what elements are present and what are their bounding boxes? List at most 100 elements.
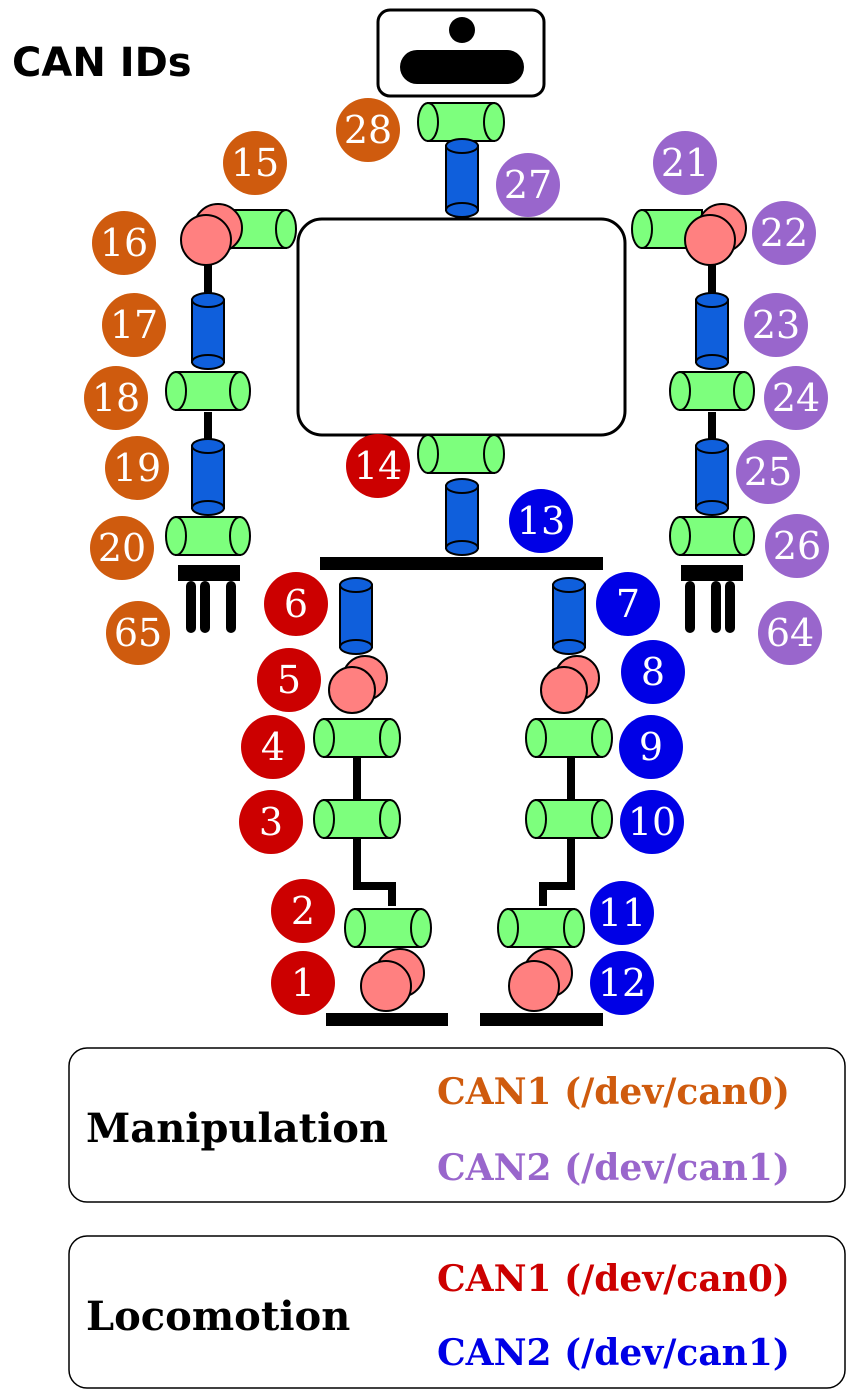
roll-joints <box>180 203 747 1012</box>
svg-text:15: 15 <box>231 141 279 185</box>
can-id-10: 10 <box>620 790 684 854</box>
svg-text:23: 23 <box>752 303 800 347</box>
actuator-20 <box>165 516 251 556</box>
actuator-4 <box>313 718 401 758</box>
svg-text:22: 22 <box>760 211 808 255</box>
can-id-16: 16 <box>92 211 156 275</box>
svg-text:24: 24 <box>772 376 820 420</box>
pelvis-bar <box>320 557 603 570</box>
joint-1 <box>360 948 425 1012</box>
actuator-26 <box>669 516 755 556</box>
svg-text:9: 9 <box>639 725 663 769</box>
joint-8 <box>540 655 600 714</box>
svg-text:65: 65 <box>114 611 162 655</box>
actuator-6 <box>339 577 373 655</box>
head-icon-dot <box>449 17 475 43</box>
can-id-20: 20 <box>90 516 154 580</box>
actuator-27 <box>445 138 479 218</box>
can-id-4: 4 <box>241 715 305 779</box>
actuator-11 <box>497 908 585 948</box>
gripper-right-icon <box>681 565 743 633</box>
can-id-15: 15 <box>223 131 287 195</box>
can-id-2: 2 <box>271 879 335 943</box>
svg-text:2: 2 <box>291 889 315 933</box>
actuator-3 <box>313 799 401 839</box>
svg-text:1: 1 <box>291 961 315 1005</box>
torso-frame <box>296 217 627 437</box>
joint-16 <box>180 203 243 266</box>
svg-text:20: 20 <box>98 526 146 570</box>
svg-text:10: 10 <box>628 800 676 844</box>
vertical-actuators <box>191 138 729 655</box>
legend-manipulation-can2: CAN2 (/dev/can1) <box>437 1147 790 1189</box>
can-id-18: 18 <box>84 366 148 430</box>
svg-text:27: 27 <box>504 163 552 207</box>
legend-locomotion-frame <box>68 1235 846 1389</box>
can-id-24: 24 <box>764 366 828 430</box>
svg-text:11: 11 <box>598 891 646 935</box>
diagram-title: CAN IDs <box>12 40 192 86</box>
svg-text:28: 28 <box>344 108 392 152</box>
right-foot <box>480 1013 603 1026</box>
actuator-13 <box>445 478 479 556</box>
legend-manipulation-can1: CAN1 (/dev/can0) <box>437 1071 790 1113</box>
legend-locomotion-label: Locomotion <box>86 1293 350 1340</box>
svg-text:7: 7 <box>616 582 640 626</box>
can-id-26: 26 <box>765 514 829 578</box>
can-id-9: 9 <box>619 715 683 779</box>
svg-text:14: 14 <box>354 444 402 488</box>
actuator-17 <box>191 292 225 370</box>
actuator-19 <box>191 438 225 516</box>
svg-text:3: 3 <box>259 800 283 844</box>
svg-text:25: 25 <box>744 450 792 494</box>
can-id-12: 12 <box>590 951 654 1015</box>
can-id-5: 5 <box>257 648 321 712</box>
actuator-23 <box>695 292 729 370</box>
svg-text:4: 4 <box>261 725 285 769</box>
left-foot <box>326 1013 448 1026</box>
svg-text:17: 17 <box>110 303 158 347</box>
actuator-28 <box>417 102 505 142</box>
can-id-11: 11 <box>590 881 654 945</box>
svg-text:16: 16 <box>100 221 148 265</box>
actuator-9 <box>525 718 613 758</box>
actuator-10 <box>525 799 613 839</box>
can-id-14: 14 <box>346 434 410 498</box>
svg-text:19: 19 <box>113 446 161 490</box>
can-id-22: 22 <box>752 201 816 265</box>
joint-5 <box>328 655 388 714</box>
svg-text:18: 18 <box>92 376 140 420</box>
svg-text:5: 5 <box>277 658 301 702</box>
svg-text:8: 8 <box>641 650 665 694</box>
svg-text:6: 6 <box>284 582 308 626</box>
can-id-19: 19 <box>105 436 169 500</box>
can-id-17: 17 <box>102 293 166 357</box>
actuator-18 <box>165 371 251 411</box>
can-id-13: 13 <box>509 489 573 553</box>
can-id-3: 3 <box>239 790 303 854</box>
joint-22 <box>684 203 747 266</box>
actuator-2 <box>344 908 432 948</box>
legend-manipulation: Manipulation CAN1 (/dev/can0) CAN2 (/dev… <box>68 1047 846 1203</box>
svg-text:12: 12 <box>598 961 646 1005</box>
can-id-1: 1 <box>271 951 335 1015</box>
can-id-25: 25 <box>736 440 800 504</box>
svg-text:13: 13 <box>517 499 565 543</box>
legend-locomotion-can2: CAN2 (/dev/can1) <box>437 1332 790 1374</box>
horizontal-actuators <box>165 102 755 948</box>
gripper-left-icon <box>178 565 240 633</box>
can-id-28: 28 <box>336 98 400 162</box>
can-id-21: 21 <box>653 131 717 195</box>
svg-text:26: 26 <box>773 524 821 568</box>
svg-text:64: 64 <box>766 611 814 655</box>
can-id-7: 7 <box>596 572 660 636</box>
svg-text:21: 21 <box>661 141 709 185</box>
head-icon-bar <box>400 50 524 84</box>
can-id-8: 8 <box>621 640 685 704</box>
can-id-27: 27 <box>496 153 560 217</box>
actuator-24 <box>669 371 755 411</box>
legend-locomotion-can1: CAN1 (/dev/can0) <box>437 1258 790 1300</box>
legend-manipulation-frame <box>68 1047 846 1203</box>
can-id-badges: 28 15 16 17 18 19 20 65 27 21 22 23 24 2… <box>84 98 829 1015</box>
